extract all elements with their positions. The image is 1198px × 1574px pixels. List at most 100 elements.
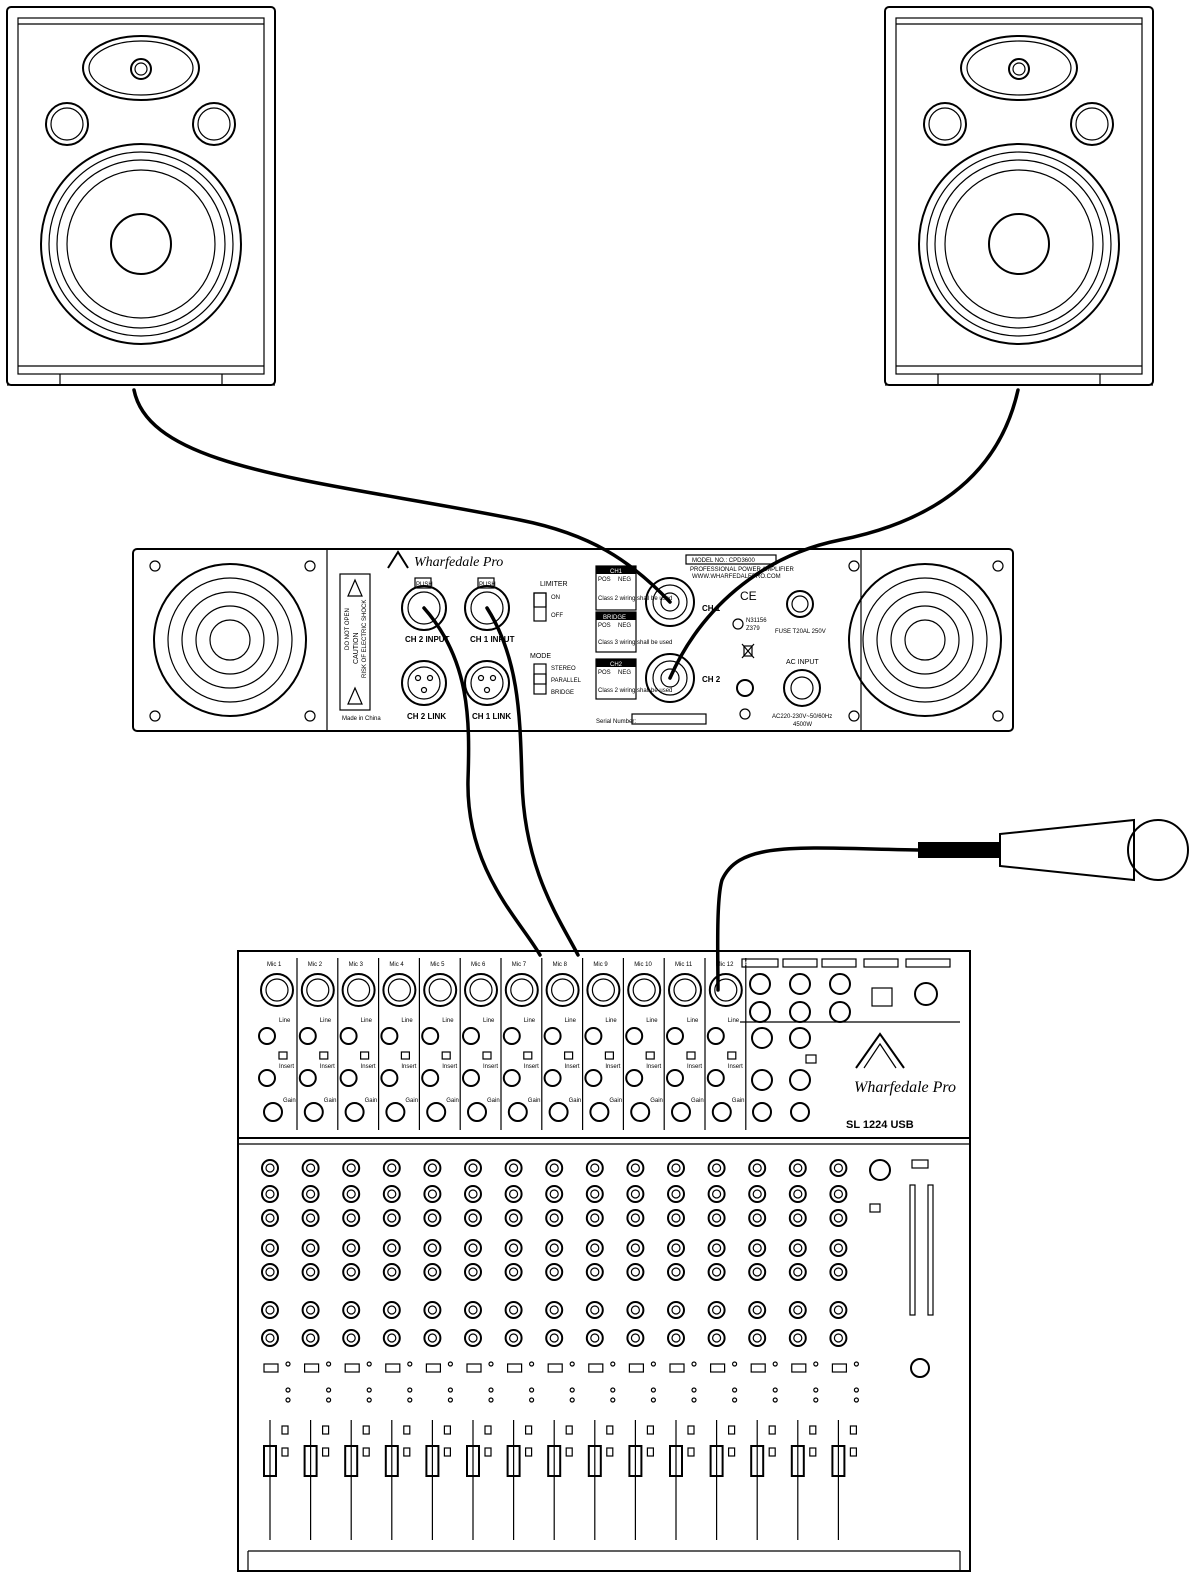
ch2-input-connector: PUSH CH 2 INPUT <box>401 577 450 644</box>
control-column-3 <box>342 1159 372 1540</box>
usb-port-icon <box>871 987 893 1007</box>
line-jack-10 <box>625 1027 644 1045</box>
fader-knob-3 <box>344 1445 359 1477</box>
svg-text:Aux Send: Aux Send <box>786 962 812 968</box>
svg-text:Gain: Gain <box>609 1098 622 1104</box>
mixer-master-io: Aux Return Aux Send CR Out USB Phones Wh… <box>740 958 960 1378</box>
xlr-input-12 <box>708 973 743 1007</box>
caution-text: CAUTION <box>353 633 360 665</box>
gain-knob-5 <box>426 1102 447 1122</box>
gain-knob-4 <box>385 1102 406 1122</box>
svg-text:MODE: MODE <box>530 653 551 660</box>
fader-knob-15 <box>831 1445 846 1477</box>
amp-logo-icon <box>387 550 409 569</box>
svg-text:POS: POS <box>598 577 611 583</box>
xlr-input-11 <box>668 973 702 1007</box>
svg-text:BRIDGE: BRIDGE <box>551 690 574 696</box>
svg-text:FUSE T20AL 250V: FUSE T20AL 250V <box>775 629 826 635</box>
line-jack-4 <box>380 1027 399 1045</box>
gain-knob-2 <box>303 1102 324 1122</box>
ch1-link-label: CH 1 LINK <box>472 712 511 721</box>
insert-jack-9 <box>584 1069 603 1087</box>
cable-ch2-input <box>422 606 542 957</box>
insert-jack-10 <box>625 1069 644 1087</box>
cable-left-speaker <box>132 388 672 604</box>
svg-text:Line: Line <box>728 1018 740 1024</box>
svg-text:Line: Line <box>605 1018 617 1024</box>
svg-text:Line: Line <box>687 1018 699 1024</box>
ch1-link-connector: CH 1 LINK <box>464 660 511 721</box>
ch2-link-connector: CH 2 LINK <box>401 660 447 721</box>
line-jack-6 <box>462 1027 480 1045</box>
ch2-speaker-output: CH 2 <box>645 653 721 703</box>
insert-jack-11 <box>666 1069 684 1087</box>
control-column-11 <box>667 1159 697 1540</box>
svg-text:STEREO: STEREO <box>551 666 576 672</box>
ce-mark: CE <box>740 589 757 603</box>
line-jack-5 <box>421 1027 440 1045</box>
gain-knob-7 <box>507 1102 528 1122</box>
channel-label: Mic 11 <box>675 962 693 968</box>
caution-label: CAUTION RISK OF ELECTRIC SHOCK DO NOT OP… <box>339 573 381 722</box>
serial-field <box>631 713 707 725</box>
insert-jack-12 <box>706 1069 725 1087</box>
mixer-logo-icon <box>855 1032 905 1069</box>
xlr-input-4 <box>382 973 417 1007</box>
channel-label: Mic 2 <box>308 962 323 968</box>
svg-text:WWW.WHARFEDALEPRO.COM: WWW.WHARFEDALEPRO.COM <box>692 574 781 580</box>
channel-label: Mic 8 <box>553 962 568 968</box>
svg-text:Insert: Insert <box>524 1064 539 1070</box>
svg-text:Line: Line <box>483 1018 495 1024</box>
svg-text:NEG: NEG <box>618 670 631 676</box>
svg-text:Insert: Insert <box>361 1064 376 1070</box>
line-jack-1 <box>258 1027 276 1045</box>
svg-text:Insert: Insert <box>728 1064 743 1070</box>
insert-jack-7 <box>502 1069 521 1087</box>
fader-knob-14 <box>790 1445 805 1477</box>
xlr-input-5 <box>423 973 458 1007</box>
serial-label: Serial Number: <box>596 719 636 725</box>
channel-label: Mic 10 <box>634 962 652 968</box>
control-column-4 <box>382 1159 413 1540</box>
svg-text:Gain: Gain <box>324 1098 337 1104</box>
xlr-input-8 <box>545 973 580 1007</box>
svg-text:Line: Line <box>320 1018 332 1024</box>
wiring-table-bridge: BRIDGE POS NEG Class 3 wiring shall be u… <box>595 611 672 653</box>
svg-text:CH2: CH2 <box>610 662 623 668</box>
weee-icon <box>741 643 755 659</box>
svg-text:MODEL NO.: CPD3600: MODEL NO.: CPD3600 <box>692 558 755 564</box>
line-jack-11 <box>666 1027 684 1045</box>
line-jack-3 <box>339 1027 358 1045</box>
ch2-output-label: CH 2 <box>702 675 721 684</box>
svg-text:PUSH: PUSH <box>416 582 433 588</box>
control-column-7 <box>504 1159 535 1540</box>
svg-text:Insert: Insert <box>401 1064 416 1070</box>
svg-text:PROFESSIONAL POWER AMPLIFIER: PROFESSIONAL POWER AMPLIFIER <box>690 567 794 573</box>
caution-line1: RISK OF ELECTRIC SHOCK <box>362 600 368 678</box>
insert-jack-8 <box>543 1069 562 1087</box>
svg-text:Class 2 wiring shall be used: Class 2 wiring shall be used <box>598 688 672 694</box>
svg-text:Line: Line <box>442 1018 454 1024</box>
line-jack-8 <box>543 1027 562 1045</box>
svg-text:PUSH: PUSH <box>479 582 496 588</box>
line-jack-12 <box>706 1027 725 1045</box>
insert-jack-5 <box>421 1069 440 1087</box>
control-column-8 <box>545 1159 575 1540</box>
gain-knob-1 <box>263 1102 283 1122</box>
svg-text:Gain: Gain <box>446 1098 459 1104</box>
cable-microphone <box>715 846 920 992</box>
channel-label: Mic 4 <box>389 962 404 968</box>
svg-text:Gain: Gain <box>528 1098 541 1104</box>
line-jack-2 <box>298 1027 317 1045</box>
svg-text:Insert: Insert <box>687 1064 702 1070</box>
made-in-text: Made in China <box>342 716 381 722</box>
fader-knob-13 <box>750 1445 765 1477</box>
